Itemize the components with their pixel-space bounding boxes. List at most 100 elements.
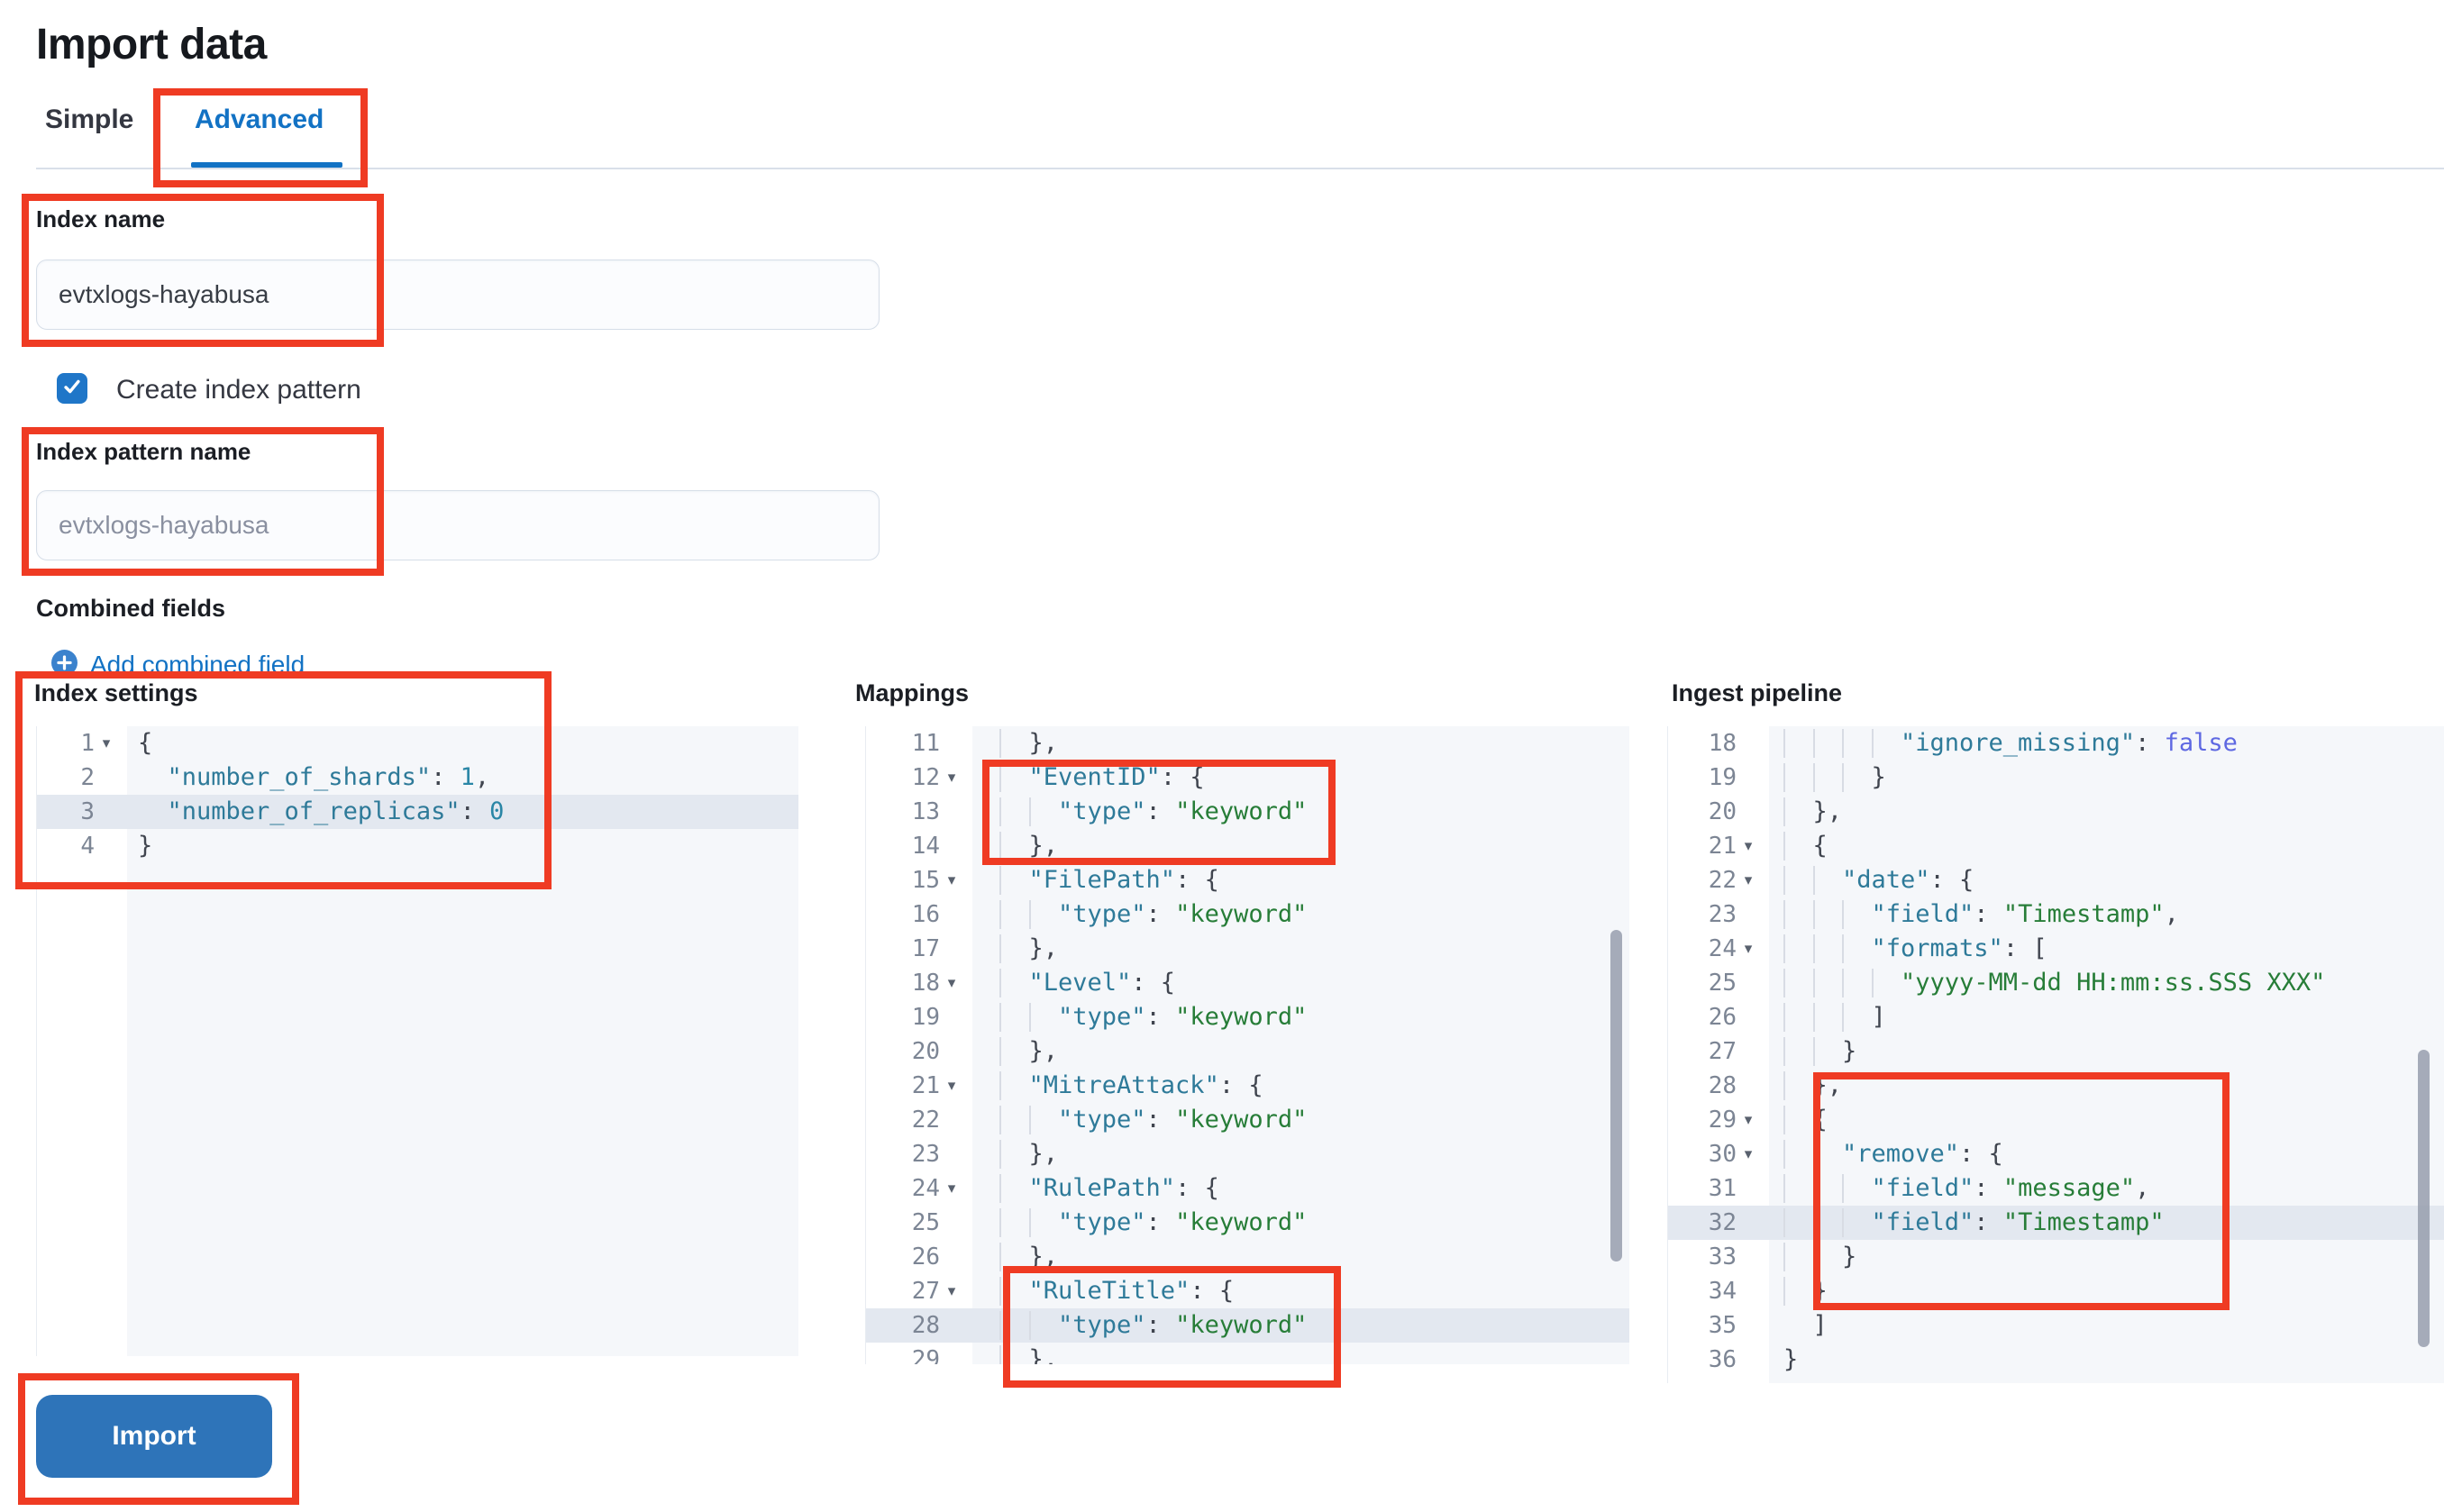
fold-arrow-icon[interactable]: ▾ — [947, 1180, 956, 1197]
tab-simple[interactable]: Simple — [45, 105, 134, 134]
index-pattern-name-input[interactable] — [36, 490, 880, 560]
code-line: } — [138, 832, 153, 860]
index-settings-label: Index settings — [34, 679, 198, 706]
line-number: 29 — [911, 1346, 940, 1364]
add-combined-field-link[interactable]: Add combined field — [51, 650, 305, 680]
line-number: 33 — [1708, 1243, 1737, 1271]
indent-guide — [999, 1345, 1001, 1364]
code-line: "ignore_missing": false — [1901, 729, 2238, 757]
code-line: "field": "message", — [1871, 1174, 2150, 1202]
line-number: 21▾ — [866, 1069, 972, 1103]
code-line: "FilePath": { — [1028, 866, 1219, 894]
indent-guide — [1812, 1037, 1815, 1066]
line-number: 28 — [911, 1312, 940, 1339]
index-name-input[interactable] — [36, 260, 880, 330]
fold-arrow-icon[interactable]: ▾ — [1744, 837, 1753, 854]
line-number: 27▾ — [866, 1274, 972, 1308]
create-index-pattern-checkbox[interactable] — [57, 373, 87, 404]
fold-arrow-icon[interactable]: ▾ — [947, 871, 956, 888]
fold-arrow-icon[interactable]: ▾ — [1744, 1111, 1753, 1128]
fold-arrow-icon[interactable]: ▾ — [1744, 871, 1753, 888]
line-number: 19 — [1708, 764, 1737, 791]
fold-arrow-icon[interactable]: ▾ — [947, 769, 956, 786]
indent-guide — [1783, 1106, 1785, 1134]
line-number: 18▾ — [866, 966, 972, 1000]
line-number: 30▾ — [1668, 1137, 1769, 1171]
code-line: "RulePath": { — [1028, 1174, 1219, 1202]
index-settings-editor[interactable]: 1▾{2"number_of_shards": 1,3"number_of_re… — [36, 726, 798, 1356]
line-number: 29▾ — [1668, 1103, 1769, 1137]
indent-guide — [1812, 1243, 1815, 1271]
fold-arrow-icon[interactable]: ▾ — [1744, 940, 1753, 957]
code-line: "field": "Timestamp" — [1871, 1208, 2165, 1236]
editor-gutter — [37, 726, 127, 1356]
line-number: 18 — [1708, 730, 1737, 757]
indent-guide — [1812, 1208, 1815, 1237]
indent-guide — [1812, 729, 1815, 758]
code-line: "RuleTitle": { — [1028, 1277, 1235, 1305]
line-number: 31 — [1708, 1175, 1737, 1202]
indent-guide — [1028, 1106, 1031, 1134]
line-number: 20 — [911, 1038, 940, 1065]
indent-guide — [1783, 934, 1785, 963]
indent-guide — [999, 1106, 1001, 1134]
indent-guide — [1783, 1243, 1785, 1271]
indent-guide — [1812, 1174, 1815, 1203]
indent-guide — [1783, 832, 1785, 861]
import-button[interactable]: Import — [36, 1395, 272, 1478]
indent-guide — [1871, 969, 1874, 997]
fold-arrow-icon[interactable]: ▾ — [947, 974, 956, 991]
editor-gutter — [1668, 726, 1769, 1383]
indent-guide — [999, 1071, 1001, 1100]
indent-guide — [1842, 900, 1844, 929]
indent-guide — [999, 797, 1001, 826]
checkmark-icon — [61, 376, 83, 402]
fold-arrow-icon[interactable]: ▾ — [947, 1282, 956, 1299]
line-number: 24▾ — [866, 1171, 972, 1206]
fold-arrow-icon[interactable]: ▾ — [102, 734, 111, 751]
line-number: 12▾ — [866, 761, 972, 795]
line-number: 19 — [911, 1004, 940, 1031]
line-number: 24▾ — [1668, 932, 1769, 966]
indent-guide — [1783, 797, 1785, 826]
code-line: "MitreAttack": { — [1028, 1071, 1263, 1099]
indent-guide — [1812, 866, 1815, 895]
indent-guide — [1028, 1003, 1031, 1032]
indent-guide — [999, 1311, 1001, 1340]
line-number: 25 — [1708, 970, 1737, 997]
indent-guide — [1783, 1208, 1785, 1237]
line-number: 15▾ — [866, 863, 972, 897]
line-number: 27 — [1708, 1038, 1737, 1065]
indent-guide — [1783, 866, 1785, 895]
indent-guide — [1842, 1208, 1844, 1237]
code-line: }, — [1812, 797, 1843, 825]
indent-guide — [999, 969, 1001, 997]
indent-guide — [999, 1140, 1001, 1169]
code-line: "yyyy-MM-dd HH:mm:ss.SSS XXX" — [1901, 969, 2326, 997]
scrollbar-thumb[interactable] — [2418, 1050, 2430, 1347]
line-number: 22▾ — [1668, 863, 1769, 897]
code-line: "type": "keyword" — [1058, 1208, 1308, 1236]
active-line-highlight — [37, 795, 798, 829]
code-line: "number_of_replicas": 0 — [167, 797, 505, 825]
code-line: } — [1842, 1037, 1857, 1065]
code-line: "type": "keyword" — [1058, 797, 1308, 825]
fold-arrow-icon[interactable]: ▾ — [947, 1077, 956, 1094]
line-number: 25 — [911, 1209, 940, 1236]
indent-guide — [999, 900, 1001, 929]
index-pattern-name-label: Index pattern name — [36, 438, 251, 465]
page-title: Import data — [36, 21, 267, 68]
line-number: 16 — [911, 901, 940, 928]
fold-arrow-icon[interactable]: ▾ — [1744, 1145, 1753, 1162]
code-line: }, — [1028, 729, 1059, 757]
indent-guide — [1783, 900, 1785, 929]
indent-guide — [999, 832, 1001, 861]
code-line: } — [1783, 1345, 1799, 1373]
ingest-pipeline-label: Ingest pipeline — [1672, 679, 1843, 706]
line-number: 3 — [80, 798, 95, 825]
tab-advanced[interactable]: Advanced — [195, 105, 324, 134]
scrollbar-thumb[interactable] — [1610, 930, 1622, 1262]
mappings-editor[interactable]: 11},12▾"EventID": {13"type": "keyword"14… — [865, 726, 1629, 1364]
